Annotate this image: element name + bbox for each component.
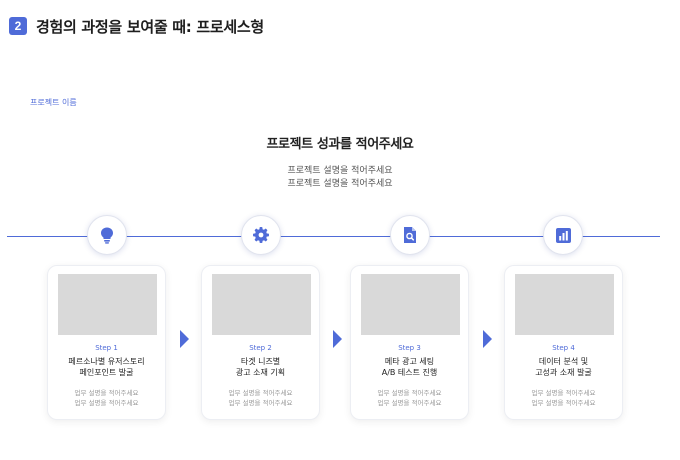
document-search-icon xyxy=(404,227,416,243)
gear-icon xyxy=(253,227,269,243)
step-2-circle xyxy=(241,215,281,255)
step-3-circle xyxy=(390,215,430,255)
step-2-image-placeholder xyxy=(212,274,311,335)
bar-chart-icon xyxy=(555,227,571,243)
result-description-line: 프로젝트 설명을 적어주세요 xyxy=(287,166,393,176)
step-1-label: Step 1 xyxy=(95,344,118,352)
section-number-badge: 2 xyxy=(9,17,27,35)
arrow-right-icon xyxy=(483,330,492,348)
result-heading: 프로젝트 성과를 적어주세요 xyxy=(0,133,680,153)
step-3-label: Step 3 xyxy=(398,344,421,352)
step-1-image-placeholder xyxy=(58,274,157,335)
section-header: 2 경험의 과정을 보여줄 때: 프로세스형 xyxy=(9,14,264,38)
section-title: 경험의 과정을 보여줄 때: 프로세스형 xyxy=(36,17,264,36)
project-name: 프로젝트 이름 xyxy=(30,98,77,107)
step-4-image-placeholder xyxy=(515,274,614,335)
timeline-line xyxy=(7,236,660,237)
step-2-label: Step 2 xyxy=(249,344,272,352)
arrow-right-icon xyxy=(333,330,342,348)
step-1-circle xyxy=(87,215,127,255)
arrow-right-icon xyxy=(180,330,189,348)
lightbulb-icon xyxy=(101,227,113,244)
step-3-image-placeholder xyxy=(361,274,460,335)
step-4-circle xyxy=(543,215,583,255)
result-description-line: 프로젝트 설명을 적어주세요 xyxy=(287,179,393,189)
step-4-label: Step 4 xyxy=(552,344,575,352)
result-title: 프로젝트 성과를 적어주세요 xyxy=(262,133,418,153)
